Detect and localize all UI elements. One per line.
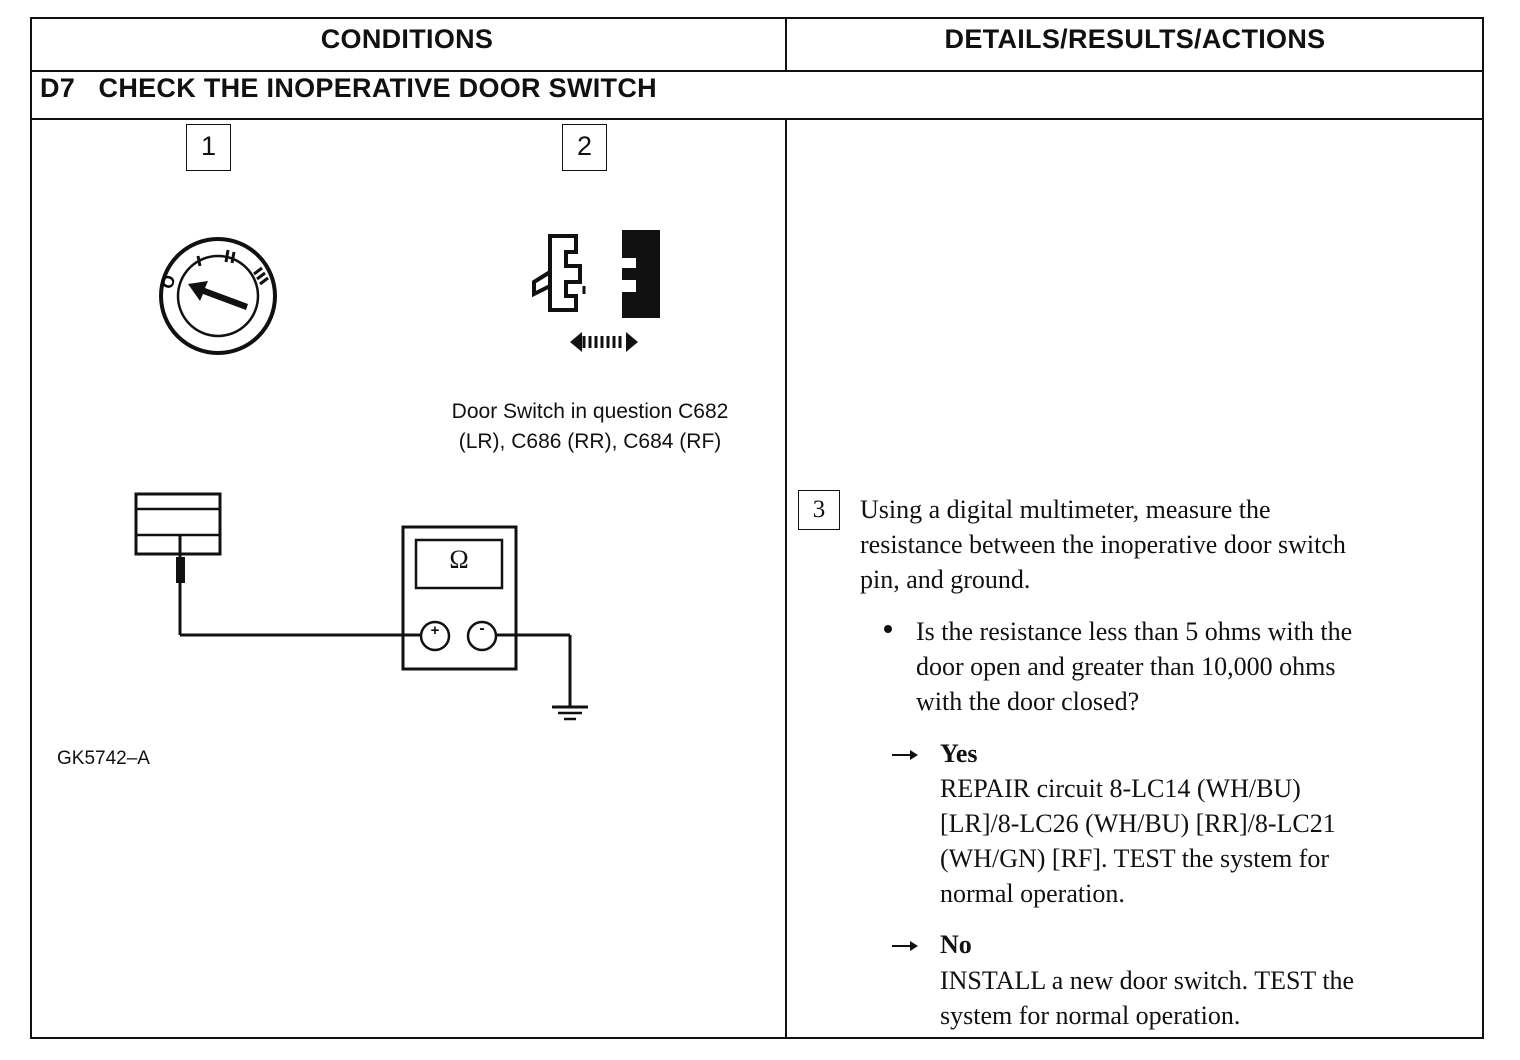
- yes-action: REPAIR circuit 8-LC14 (WH/BU) [LR]/8-LC2…: [940, 771, 1336, 911]
- section-divider: [32, 118, 1482, 120]
- yes-line-1: REPAIR circuit 8-LC14 (WH/BU): [940, 774, 1301, 803]
- caption-line-2: (LR), C686 (RR), C684 (RF): [458, 430, 722, 453]
- step-2-box: 2: [562, 124, 607, 171]
- multimeter-circuit-diagram: [134, 492, 588, 721]
- yes-line-2: [LR]/8-LC26 (WH/BU) [RR]/8-LC21: [940, 809, 1336, 838]
- instruction-line-2: resistance between the inoperative door …: [860, 530, 1346, 559]
- svg-text:O: O: [157, 272, 179, 291]
- bullet-icon: [884, 625, 892, 633]
- no-label: No: [940, 930, 972, 959]
- plus-terminal: +: [430, 622, 440, 639]
- step-1-box: 1: [186, 124, 231, 171]
- question-line-1: Is the resistance less than 5 ohms with …: [916, 617, 1353, 646]
- instruction-line-1: Using a digital multimeter, measure the: [860, 495, 1271, 524]
- door-switch-connector-icon: [532, 230, 660, 352]
- connector-caption: Door Switch in question C682 (LR), C686 …: [400, 397, 780, 457]
- instruction: Using a digital multimeter, measure the …: [860, 492, 1346, 597]
- body-column-divider: [785, 118, 787, 1039]
- minus-terminal: -: [479, 620, 485, 637]
- caption-line-1: Door Switch in question C682: [451, 400, 729, 423]
- question-line-2: door open and greater than 10,000 ohms: [916, 652, 1336, 681]
- yes-line-3: (WH/GN) [RF]. TEST the system for: [940, 844, 1329, 873]
- header-column-divider: [785, 19, 787, 71]
- yes-label: Yes: [940, 739, 978, 768]
- question-line-3: with the door closed?: [916, 687, 1140, 716]
- question: Is the resistance less than 5 ohms with …: [916, 614, 1352, 719]
- no-arrow-icon: [892, 941, 918, 951]
- ignition-switch-icon: O: [157, 237, 277, 355]
- section-title: D7 CHECK THE INOPERATIVE DOOR SWITCH: [40, 73, 657, 103]
- step-3-box: 3: [798, 490, 840, 530]
- no-action: INSTALL a new door switch. TEST the syst…: [940, 963, 1354, 1033]
- header-divider: [32, 70, 1482, 72]
- no-line-1: INSTALL a new door switch. TEST the: [940, 966, 1355, 995]
- header-details: DETAILS/RESULTS/ACTIONS: [944, 24, 1326, 54]
- procedure-table: [30, 17, 1484, 1039]
- yes-line-4: normal operation.: [940, 879, 1125, 908]
- no-line-2: system for normal operation.: [940, 1001, 1241, 1030]
- ohm-symbol: Ω: [449, 545, 469, 574]
- yes-arrow-icon: [892, 750, 918, 760]
- header-conditions: CONDITIONS: [320, 24, 494, 54]
- instruction-line-3: pin, and ground.: [860, 565, 1031, 594]
- figure-id: GK5742–A: [57, 748, 150, 769]
